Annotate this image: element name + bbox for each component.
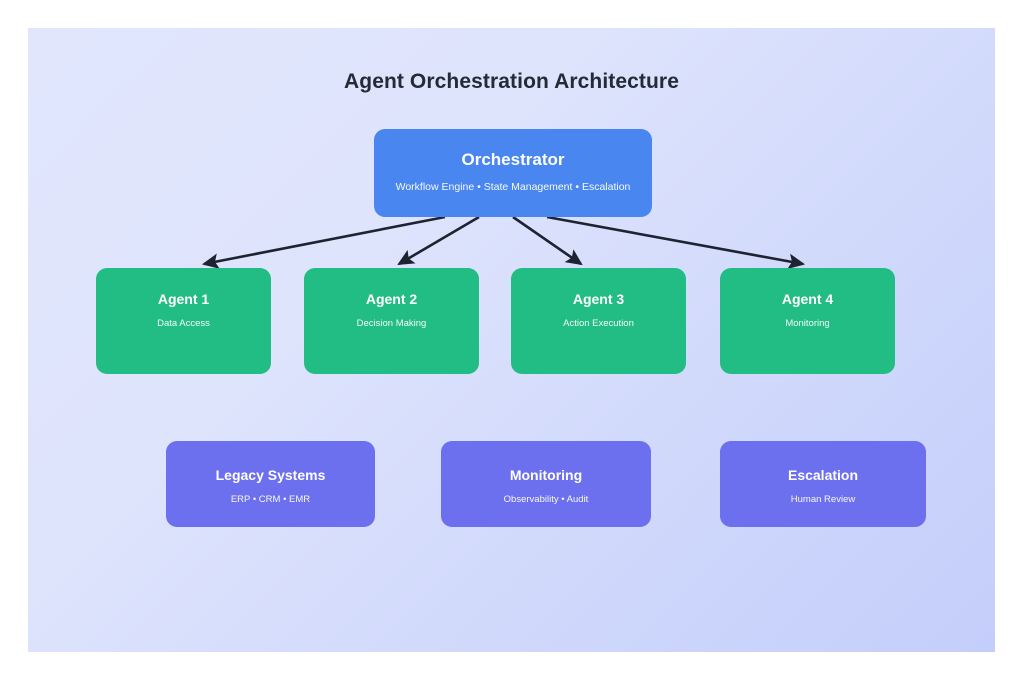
connector-orchestrator-to-agent-1: [201, 215, 446, 269]
node-escalation[interactable]: Escalation Human Review: [720, 441, 926, 527]
node-escalation-title: Escalation: [787, 467, 859, 483]
node-monitoring-subtitle: Observability • Audit: [503, 494, 589, 505]
node-agent-2[interactable]: Agent 2 Decision Making: [304, 268, 479, 374]
node-agent-3-title: Agent 3: [572, 291, 625, 307]
diagram-canvas: Agent Orchestration Architecture Orchest…: [28, 28, 995, 652]
node-agent-1-title: Agent 1: [157, 291, 210, 307]
connector-layer: [201, 215, 806, 270]
node-legacy-systems-title: Legacy Systems: [215, 467, 326, 483]
node-orchestrator[interactable]: Orchestrator Workflow Engine • State Man…: [374, 129, 652, 217]
node-orchestrator-subtitle: Workflow Engine • State Management • Esc…: [395, 181, 631, 193]
connector-orchestrator-to-agent-2: [397, 215, 480, 266]
node-monitoring-title: Monitoring: [509, 467, 583, 483]
node-agent-4[interactable]: Agent 4 Monitoring: [720, 268, 895, 374]
page-title: Agent Orchestration Architecture: [344, 70, 679, 93]
node-agent-3[interactable]: Agent 3 Action Execution: [511, 268, 686, 374]
node-agent-2-title: Agent 2: [365, 291, 418, 307]
node-orchestrator-title: Orchestrator: [461, 150, 565, 169]
node-agent-1[interactable]: Agent 1 Data Access: [96, 268, 271, 374]
connector-orchestrator-to-agent-3: [512, 215, 583, 266]
node-legacy-systems-subtitle: ERP • CRM • EMR: [230, 494, 311, 505]
node-agent-3-subtitle: Action Execution: [563, 318, 634, 329]
node-legacy-systems[interactable]: Legacy Systems ERP • CRM • EMR: [166, 441, 375, 527]
connector-orchestrator-to-agent-4: [546, 215, 806, 270]
node-agent-1-subtitle: Data Access: [157, 318, 210, 329]
node-agent-4-subtitle: Monitoring: [785, 318, 830, 329]
node-monitoring[interactable]: Monitoring Observability • Audit: [441, 441, 651, 527]
node-escalation-subtitle: Human Review: [790, 494, 856, 505]
node-agent-4-title: Agent 4: [781, 291, 834, 307]
node-agent-2-subtitle: Decision Making: [356, 318, 427, 329]
